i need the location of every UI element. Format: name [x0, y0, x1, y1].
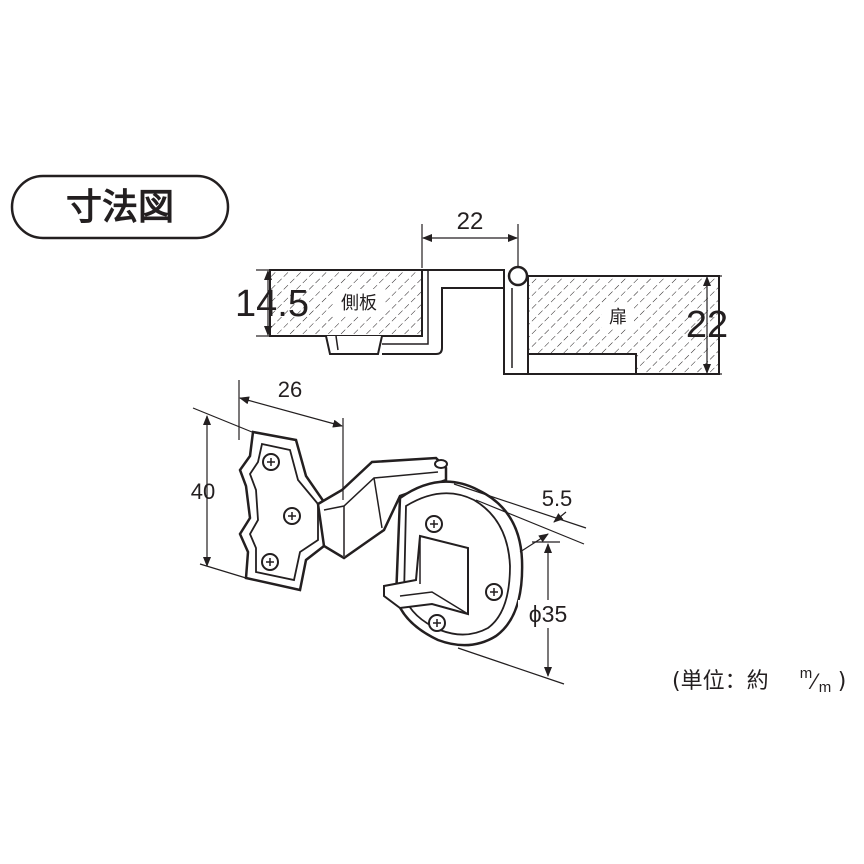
page-title: 寸法図	[66, 187, 174, 228]
door-label-bg	[602, 303, 634, 329]
side-panel-label-bg	[333, 289, 385, 315]
screw-cross-icon	[433, 619, 441, 627]
plate-height-value: 40	[191, 479, 215, 504]
mounting-plate	[238, 430, 326, 592]
screw-cross-icon	[267, 458, 275, 466]
section-view: 側板 扉 22 14.5	[235, 208, 728, 375]
unit-note-prefix: (単位：約	[672, 669, 769, 694]
dimension-cup-diameter: ϕ35	[457, 541, 578, 685]
cup-diameter-ext-bottom	[457, 647, 565, 685]
cup-depth-ext-b	[475, 499, 585, 545]
cup-screw-right	[485, 583, 503, 601]
door-label: 扉	[609, 307, 627, 328]
dimension-plate-width: 26	[238, 377, 344, 500]
hinge-base-inner	[335, 335, 339, 351]
plate-height-ext-top	[192, 407, 253, 433]
cup-diameter-value: ϕ35	[529, 601, 567, 627]
cup-depth-arrow-out	[553, 511, 567, 523]
cup-depth-ext-a	[453, 483, 587, 529]
hinge-arm-outline	[316, 456, 448, 560]
plate-height-ext-bottom	[199, 563, 247, 579]
screw-middle	[283, 507, 301, 525]
cup-channel-inner	[399, 536, 469, 615]
hinge-arm-ridge	[323, 471, 439, 511]
arm-pivot-pin	[434, 459, 448, 469]
dimension-cup-depth: 5.5	[453, 483, 587, 553]
unit-note-suffix: )	[838, 669, 847, 694]
unit-note-unit-bottom: m	[819, 679, 832, 696]
cup-depth-arrow-in	[519, 533, 549, 553]
hinge-cup	[383, 480, 524, 647]
dimension-door-thickness: 22	[686, 275, 728, 375]
unit-note-unit-top: m	[800, 665, 813, 682]
screw-top	[262, 453, 280, 471]
title-badge: 寸法図	[10, 174, 230, 240]
screw-cross-icon	[430, 520, 438, 528]
hinge-base-block	[325, 335, 383, 355]
side-thickness-value: 14.5	[235, 283, 309, 325]
screw-cross-icon	[288, 512, 296, 520]
cup-diameter-label-bg	[518, 600, 578, 628]
hinge-arm-edge	[343, 477, 383, 556]
unit-note: (単位：約 m ⁄ m )	[672, 665, 846, 696]
cup-screw-bottom	[428, 614, 446, 632]
screw-cross-icon	[266, 558, 274, 566]
cup-depth-value: 5.5	[542, 486, 573, 511]
title-frame	[10, 174, 230, 240]
door-panel: 扉	[527, 275, 720, 375]
hinge-arm	[316, 456, 448, 560]
door-thickness-value: 22	[686, 304, 728, 346]
dimension-side-thickness: 14.5	[235, 269, 309, 337]
screw-bottom	[261, 553, 279, 571]
dimension-plate-height: 40	[191, 407, 253, 579]
cup-screw-top	[425, 515, 443, 533]
side-panel-label: 側板	[341, 293, 377, 314]
door-leaf-plate	[503, 282, 529, 375]
gap-dimension-value: 22	[457, 208, 484, 235]
screw-cross-icon	[490, 588, 498, 596]
hinge-isometric-view: 26 40 5.5 ϕ35	[191, 377, 587, 685]
door-cup-recess	[527, 353, 637, 375]
hinge-arm-section	[382, 269, 505, 355]
plate-width-value: 26	[278, 377, 302, 402]
pivot-knuckle	[507, 265, 529, 287]
plate-width-dimension-line	[239, 396, 343, 428]
side-panel: 側板	[269, 269, 423, 337]
dimension-gap: 22	[421, 208, 519, 268]
hinge-arm-inner	[382, 270, 429, 345]
